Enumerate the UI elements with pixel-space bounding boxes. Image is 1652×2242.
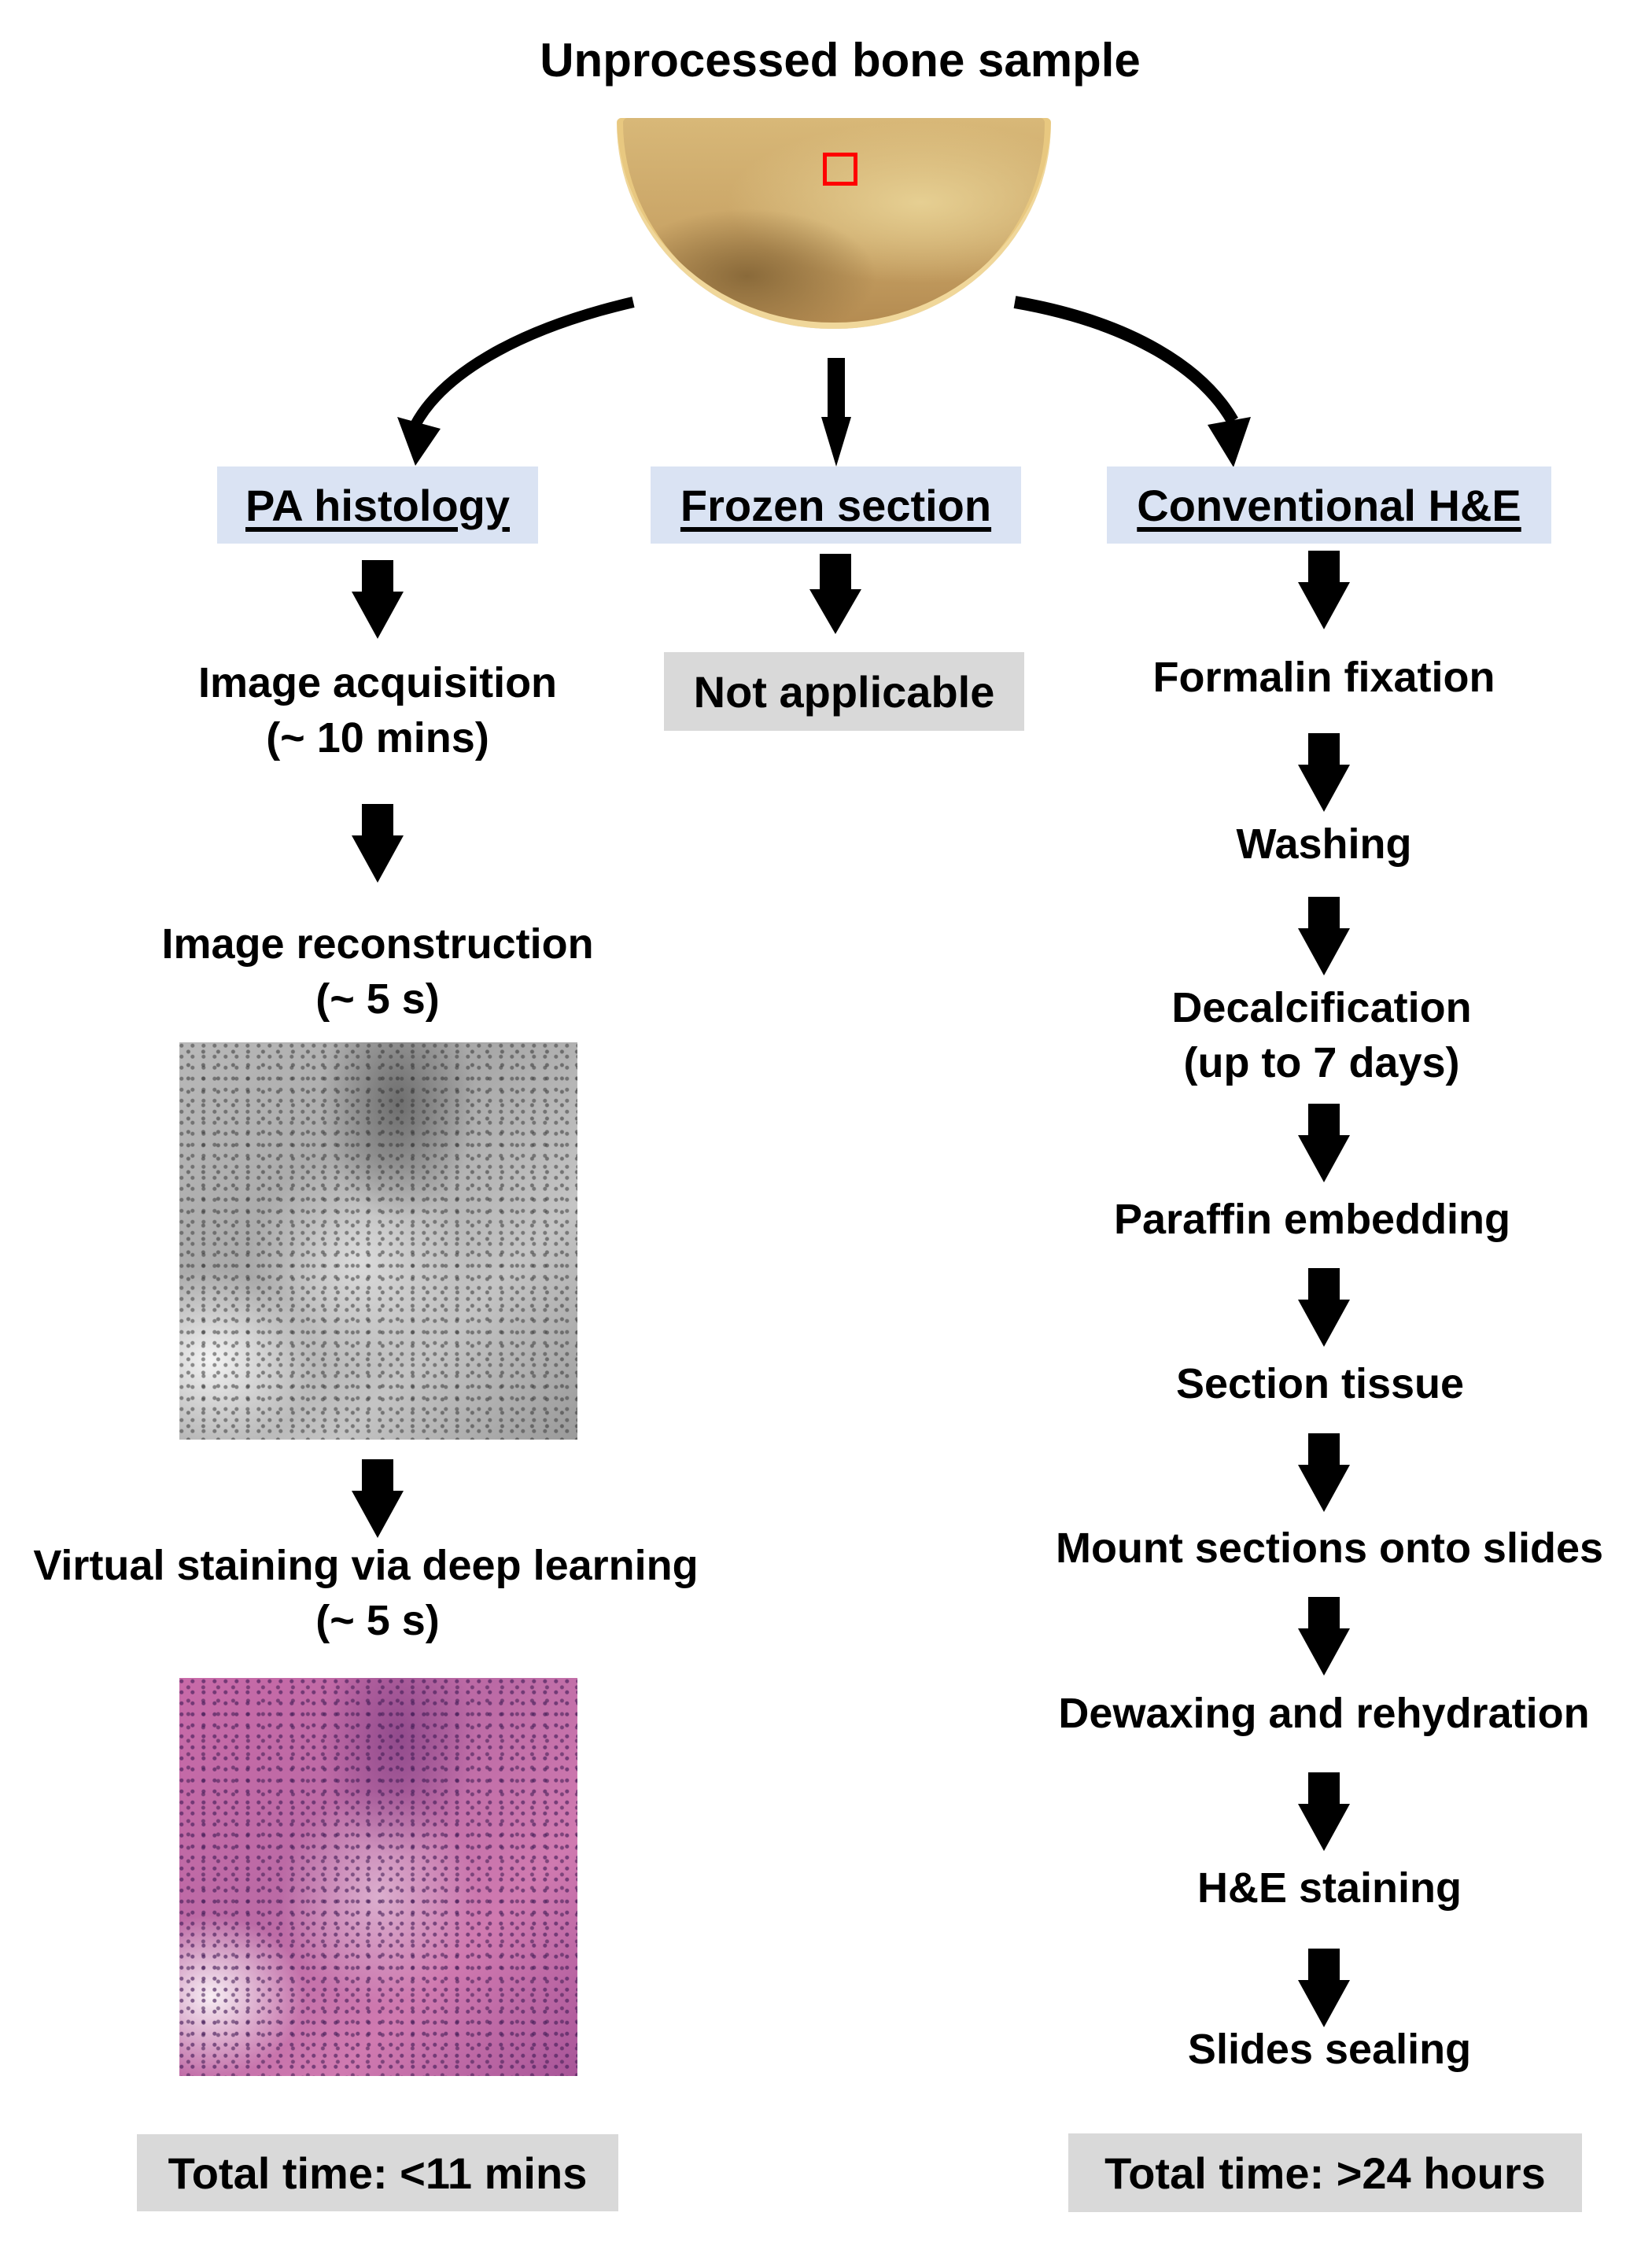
straight-arrow-center-head	[821, 417, 851, 466]
arrow-down-icon	[1298, 1433, 1350, 1512]
straight-arrow-center-shaft	[828, 358, 845, 421]
arrow-down-icon	[1298, 1104, 1350, 1182]
curved-arrow-left	[410, 297, 635, 428]
conventional-step: Section tissue	[1175, 1360, 1465, 1407]
curved-arrow-left-head	[397, 417, 441, 466]
arrow-down-icon	[352, 804, 404, 883]
conventional-step: Formalin fixation	[1152, 654, 1495, 701]
frozen-result-not-applicable: Not applicable	[664, 652, 1024, 731]
virtual-he-stained-image	[179, 1678, 577, 2076]
header-conventional-he: Conventional H&E	[1107, 466, 1551, 544]
arrow-down-icon	[1298, 1772, 1350, 1851]
conventional-step: Mount sections onto slides	[1055, 1525, 1604, 1572]
conventional-step: Decalcification	[1171, 984, 1472, 1031]
arrow-down-icon	[352, 560, 404, 639]
conventional-step: Slides sealing	[1187, 2026, 1472, 2073]
pa-step-time: (~ 5 s)	[315, 975, 440, 1023]
total-time-pa: Total time: <11 mins	[137, 2134, 618, 2211]
grayscale-pa-image	[179, 1042, 577, 1440]
arrow-down-icon	[1298, 1268, 1350, 1347]
roi-marker	[823, 153, 857, 186]
conventional-step: Dewaxing and rehydration	[1058, 1690, 1590, 1737]
conventional-step-time: (up to 7 days)	[1183, 1039, 1460, 1086]
pa-step-title: Image reconstruction	[161, 920, 594, 968]
curved-arrow-right	[1013, 296, 1238, 425]
arrow-down-icon	[352, 1459, 404, 1538]
pa-step-title: Virtual staining via deep learning	[33, 1542, 699, 1589]
diagram-title: Unprocessed bone sample	[540, 34, 1141, 87]
arrow-down-icon	[1298, 1597, 1350, 1676]
curved-arrow-right-head	[1208, 417, 1251, 467]
pa-step-title: Image acquisition	[197, 659, 558, 706]
pa-step-time: (~ 5 s)	[315, 1597, 440, 1644]
conventional-step: Paraffin embedding	[1113, 1196, 1511, 1243]
total-time-conventional: Total time: >24 hours	[1068, 2133, 1582, 2212]
arrow-down-icon	[809, 554, 861, 634]
header-pa-histology: PA histology	[217, 466, 538, 544]
header-frozen-section: Frozen section	[651, 466, 1021, 544]
arrow-down-icon	[1298, 733, 1350, 812]
arrow-down-icon	[1298, 1949, 1350, 2027]
arrow-down-icon	[1298, 551, 1350, 629]
conventional-step: Washing	[1236, 820, 1412, 868]
pa-step-time: (~ 10 mins)	[266, 714, 489, 761]
arrow-down-icon	[1298, 897, 1350, 975]
conventional-step: H&E staining	[1197, 1864, 1462, 1912]
